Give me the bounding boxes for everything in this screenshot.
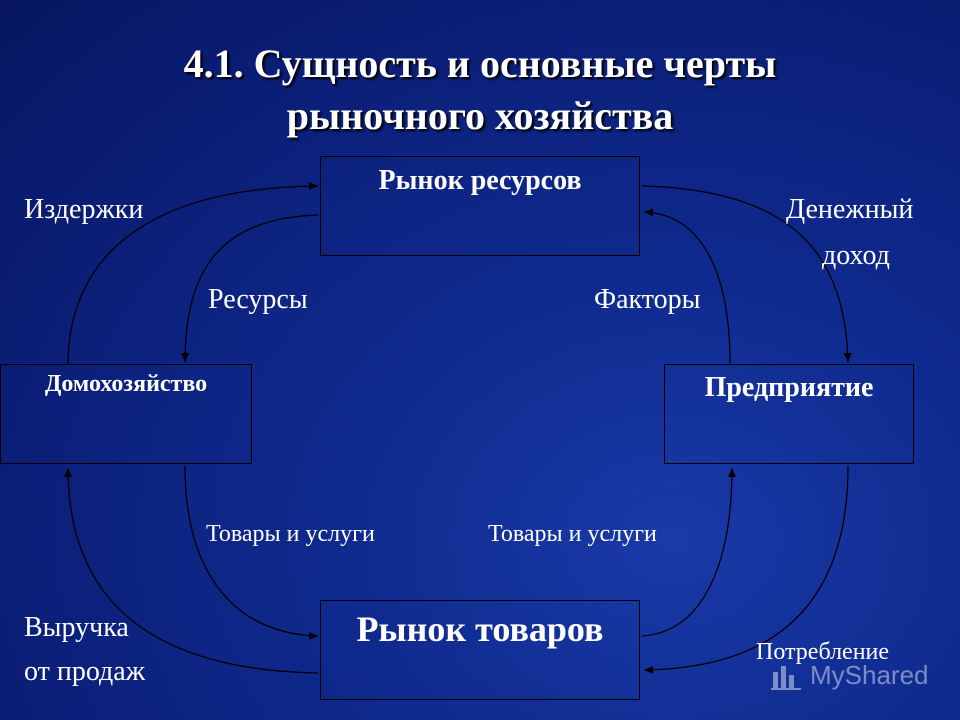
arrow-revenue <box>64 467 319 674</box>
costs-label: Издержки <box>24 194 144 225</box>
revenue-label-1: Выручка <box>24 612 129 643</box>
factors-label: Факторы <box>594 284 701 315</box>
arrow-factors <box>643 208 731 364</box>
myshared-logo-icon <box>771 666 801 690</box>
resources-label: Ресурсы <box>208 284 308 315</box>
resource-market-box: Рынок ресурсов <box>320 156 640 256</box>
resource-market-label: Рынок ресурсов <box>378 165 582 196</box>
watermark-text: MyShared <box>810 660 929 690</box>
money-income-label-2: доход <box>822 240 890 271</box>
goods-services-left-label: Товары и услуги <box>206 521 375 547</box>
consumption-label: Потребление <box>756 639 890 665</box>
household-box: Домохозяйство <box>0 364 252 464</box>
title-line-1: 4.1. Сущность и основные черты <box>183 41 777 86</box>
arrow-money-income <box>641 185 852 363</box>
revenue-label-2: от продаж <box>24 656 146 687</box>
title-line-2: рыночного хозяйства <box>286 93 674 138</box>
arrow-resources <box>181 214 319 363</box>
arrow-goods-right <box>641 467 736 637</box>
goods-services-right-label: Товары и услуги <box>488 521 657 547</box>
arrow-goods-left <box>184 465 319 640</box>
enterprise-box: Предприятие <box>664 364 914 464</box>
arrow-consumption <box>643 465 849 674</box>
goods-market-box: Рынок товаров <box>320 600 640 700</box>
household-label: Домохозяйство <box>44 371 208 397</box>
slide-title: 4.1. Сущность и основные черты рыночного… <box>0 38 960 142</box>
money-income-label-1: Денежный <box>786 194 914 225</box>
arrow-costs <box>67 182 319 366</box>
goods-market-label: Рынок товаров <box>356 609 604 649</box>
enterprise-label: Предприятие <box>704 372 874 403</box>
